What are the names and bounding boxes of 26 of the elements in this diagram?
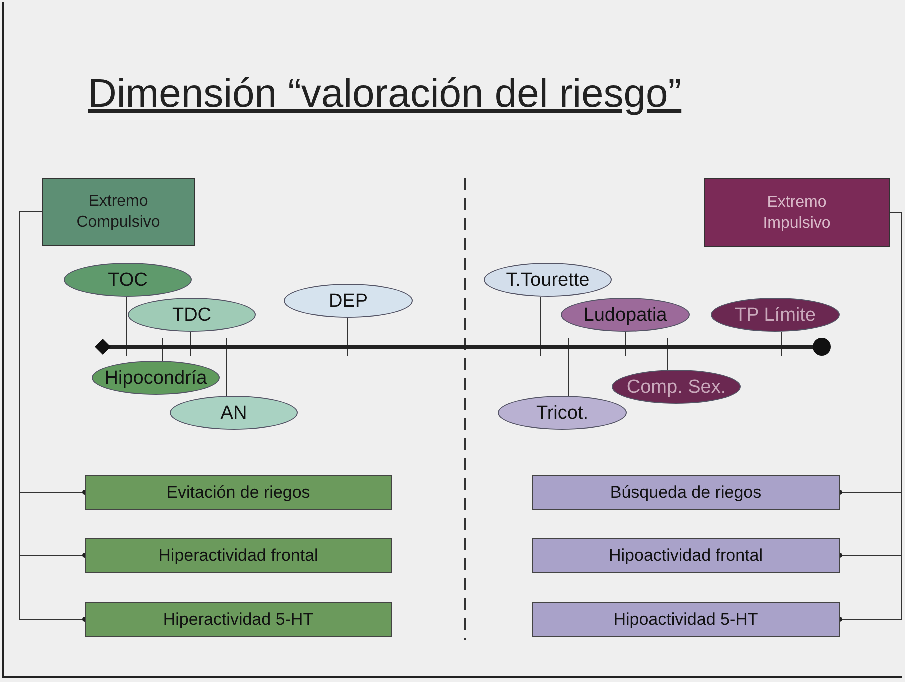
extreme-box: Extremo Impulsivo bbox=[704, 178, 890, 247]
ellipse-node: DEP bbox=[284, 284, 413, 318]
leader-line bbox=[540, 296, 542, 356]
process-box: Hiperactividad 5-HT bbox=[85, 602, 392, 637]
ellipse-node: T.Tourette bbox=[484, 263, 612, 297]
axis-line bbox=[94, 338, 832, 356]
ellipse-node: TOC bbox=[64, 263, 192, 297]
process-box: Hipoactividad frontal bbox=[532, 538, 840, 573]
process-box: Búsqueda de riegos bbox=[532, 475, 840, 510]
leader-line bbox=[568, 338, 570, 396]
ellipse-node: AN bbox=[170, 396, 298, 430]
leader-line bbox=[162, 338, 164, 362]
process-box: Hipoactividad 5-HT bbox=[532, 602, 840, 637]
ellipse-node: TP Límite bbox=[711, 298, 840, 332]
extreme-box: Extremo Compulsivo bbox=[42, 178, 195, 246]
leader-line bbox=[226, 338, 228, 396]
ellipse-node: Ludopatia bbox=[561, 298, 690, 332]
process-box: Hiperactividad frontal bbox=[85, 538, 392, 573]
ellipse-node: Hipocondría bbox=[92, 361, 220, 395]
leader-line bbox=[190, 332, 192, 356]
process-box: Evitación de riegos bbox=[85, 475, 392, 510]
ellipse-node: TDC bbox=[128, 298, 256, 332]
ellipse-node: Comp. Sex. bbox=[612, 370, 741, 404]
connector-line bbox=[20, 212, 88, 622]
title: Dimensión “valoración del riesgo” bbox=[88, 71, 682, 118]
ellipse-node: Tricot. bbox=[498, 396, 627, 430]
